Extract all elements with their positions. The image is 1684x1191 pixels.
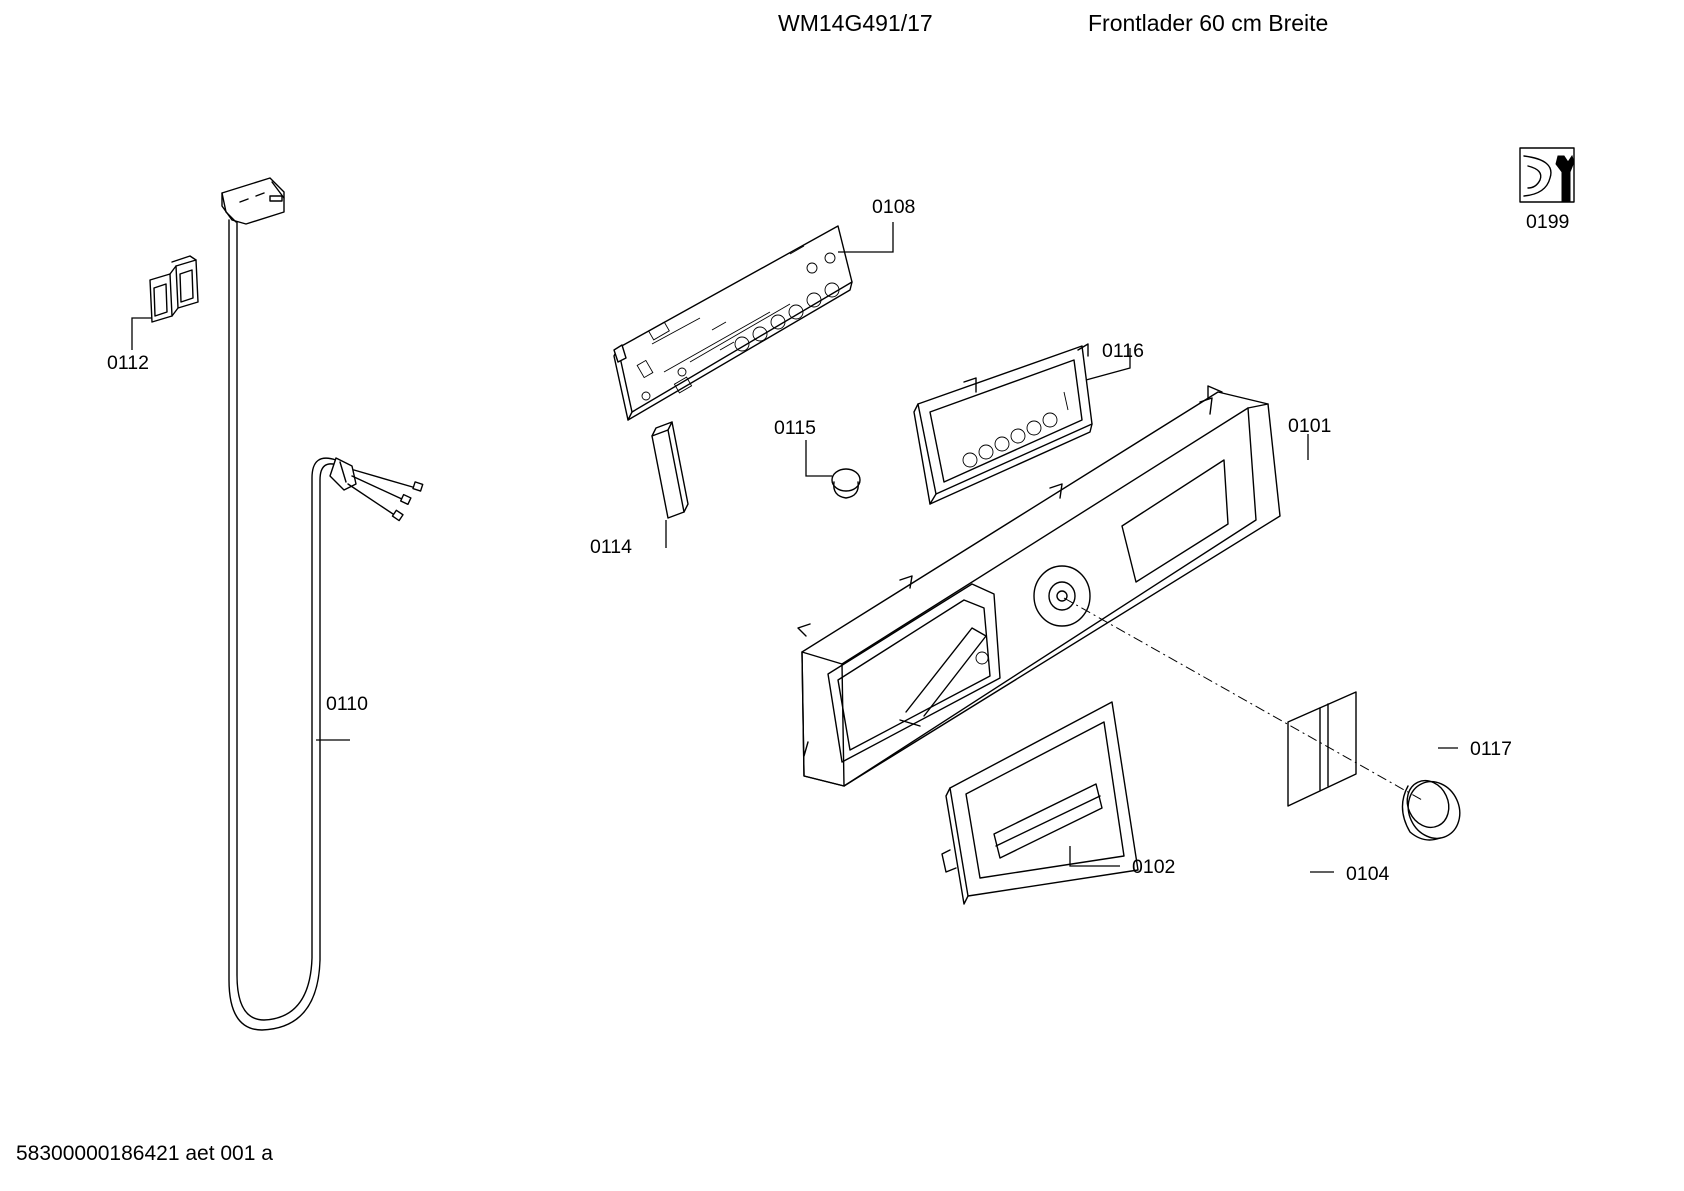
part-label-0114[interactable]: 0114 xyxy=(590,536,632,558)
part-drawing-0104-knob-ring[interactable] xyxy=(1399,773,1469,847)
part-drawing-0115-knob[interactable] xyxy=(831,468,861,499)
part-drawing-0108-control-pcb[interactable] xyxy=(613,225,853,421)
part-drawing-0114-light-guide[interactable] xyxy=(651,421,689,519)
leader-0112 xyxy=(131,317,152,350)
appliance-description: Frontlader 60 cm Breite xyxy=(1088,10,1329,36)
leader-0115 xyxy=(805,440,832,477)
part-drawing-0102-drawer-handle[interactable] xyxy=(941,701,1139,905)
part-label-0117[interactable]: 0117 xyxy=(1470,738,1512,760)
part-label-0115[interactable]: 0115 xyxy=(774,417,816,439)
leader-0116 xyxy=(1085,348,1131,381)
document-code: 58300000186421 aet 001 a xyxy=(16,1142,273,1165)
part-label-0102[interactable]: 0102 xyxy=(1132,856,1175,878)
leader-0102 xyxy=(1069,846,1120,867)
part-label-0116[interactable]: 0116 xyxy=(1102,340,1144,362)
part-drawing-0112-cable-clip[interactable] xyxy=(149,255,199,323)
assembly-axis-line xyxy=(1063,597,1423,801)
leader-0108 xyxy=(838,222,894,253)
part-drawing-0110-power-cable[interactable] xyxy=(221,177,424,1031)
part-label-0199[interactable]: 0199 xyxy=(1526,211,1569,233)
part-label-0104[interactable]: 0104 xyxy=(1346,863,1390,885)
part-label-0108[interactable]: 0108 xyxy=(872,196,915,218)
part-drawing-0199-service-icon[interactable] xyxy=(1519,147,1575,203)
model-number: WM14G491/17 xyxy=(778,10,933,36)
part-drawing-0117-label[interactable] xyxy=(1287,691,1357,807)
part-label-0110[interactable]: 0110 xyxy=(326,693,368,715)
part-label-0101[interactable]: 0101 xyxy=(1288,415,1331,437)
part-drawing-0101-control-panel[interactable] xyxy=(797,385,1281,787)
part-drawing-0116-button-frame[interactable] xyxy=(913,343,1093,505)
part-label-0112[interactable]: 0112 xyxy=(107,352,149,374)
